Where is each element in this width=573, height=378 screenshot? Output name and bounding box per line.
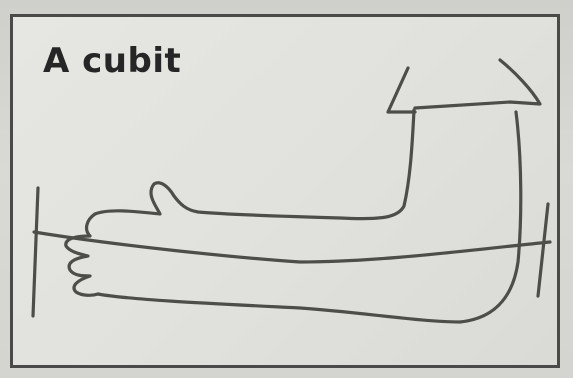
left-measure-mark (33, 188, 38, 316)
hand-fingers (66, 214, 98, 295)
shoulder-outline (388, 60, 540, 112)
cubit-measure-line (34, 232, 550, 262)
arm-upper-contour (95, 110, 414, 219)
right-measure-mark (538, 204, 548, 296)
